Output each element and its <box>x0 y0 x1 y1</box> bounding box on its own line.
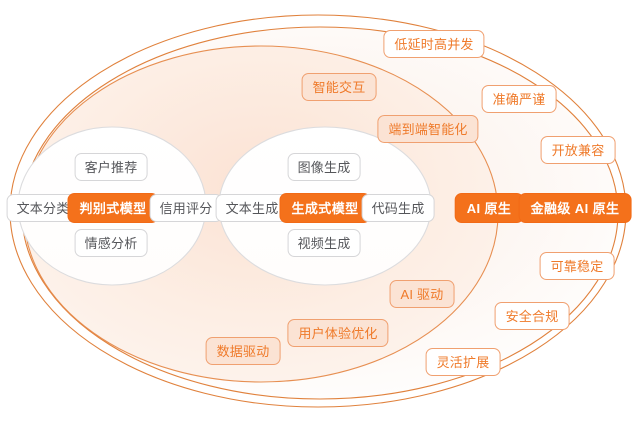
chip-end-to-end-intel[interactable]: 端到端智能化 <box>377 115 479 143</box>
chip-sentiment-analysis[interactable]: 情感分析 <box>74 229 148 257</box>
chip-financial-ai-native[interactable]: 金融级 AI 原生 <box>518 193 632 223</box>
chip-video-generation[interactable]: 视频生成 <box>287 229 361 257</box>
chip-text-classification[interactable]: 文本分类 <box>6 194 80 222</box>
chip-discriminative-model[interactable]: 判别式模型 <box>67 193 159 223</box>
chip-code-generation[interactable]: 代码生成 <box>361 194 435 222</box>
chip-open-compatible[interactable]: 开放兼容 <box>540 136 616 164</box>
chip-ux-optimization[interactable]: 用户体验优化 <box>287 319 389 347</box>
chip-text-generation[interactable]: 文本生成 <box>215 194 289 222</box>
chip-accurate-rigorous[interactable]: 准确严谨 <box>481 85 557 113</box>
chip-flexible-scalable[interactable]: 灵活扩展 <box>425 348 501 376</box>
chip-low-latency[interactable]: 低延时高并发 <box>383 30 485 58</box>
chip-secure-compliant[interactable]: 安全合规 <box>494 302 570 330</box>
chip-data-driven[interactable]: 数据驱动 <box>205 337 281 365</box>
chip-image-generation[interactable]: 图像生成 <box>287 153 361 181</box>
chip-ai-driven[interactable]: AI 驱动 <box>389 280 455 308</box>
chip-generative-model[interactable]: 生成式模型 <box>279 193 371 223</box>
chip-credit-scoring[interactable]: 信用评分 <box>149 194 223 222</box>
chip-customer-recommend[interactable]: 客户推荐 <box>74 153 148 181</box>
chip-ai-native[interactable]: AI 原生 <box>454 193 524 223</box>
chip-reliable-stable[interactable]: 可靠稳定 <box>539 252 615 280</box>
chip-smart-interaction[interactable]: 智能交互 <box>301 73 377 101</box>
